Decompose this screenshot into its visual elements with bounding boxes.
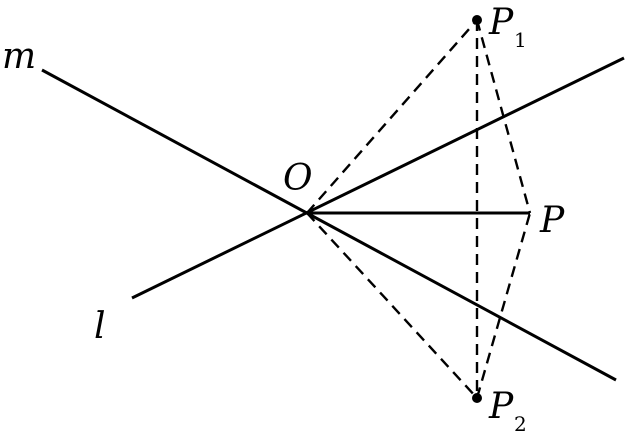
segment-P2-P [475,212,532,399]
label-P1: P [488,2,514,43]
label-m: m [2,36,36,77]
label-P2: P [488,386,514,427]
label-l: l [94,306,106,347]
line-l [131,56,625,300]
point-P1 [472,15,482,25]
label-P1-subscript: 1 [514,28,527,52]
segment-O-P1 [306,19,478,214]
point-P2 [472,393,482,403]
segment-P1-P [475,19,532,214]
label-O: O [283,158,313,199]
line-m [41,68,617,382]
segment-O-P2 [306,212,478,399]
label-P2-subscript: 2 [514,412,527,434]
label-P: P [539,200,565,241]
